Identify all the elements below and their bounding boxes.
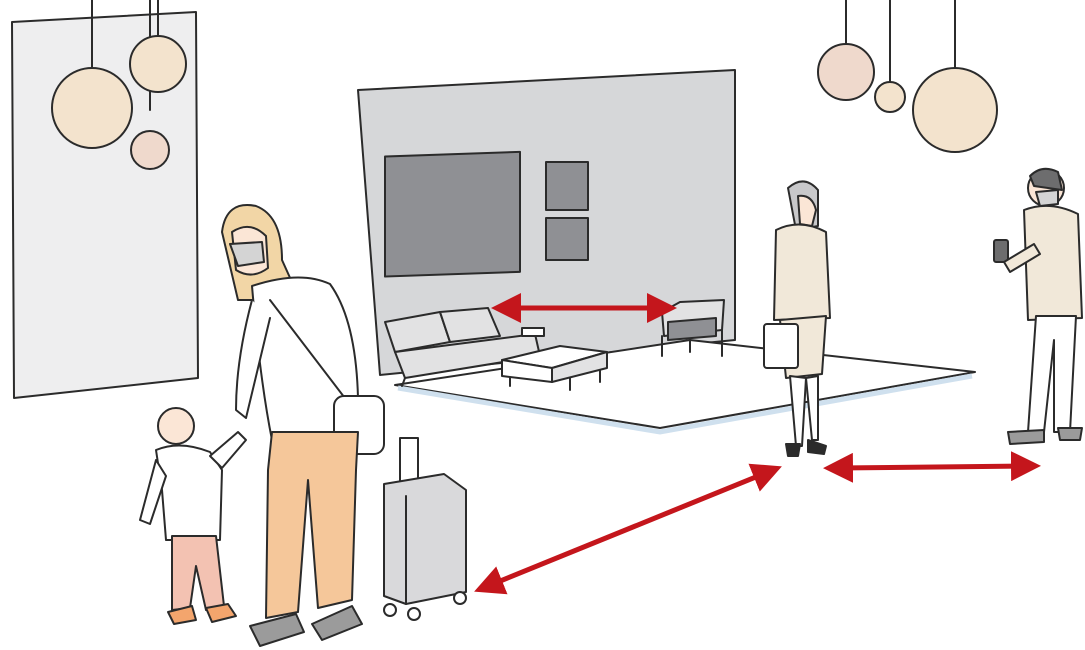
double-arrow-icon (838, 466, 1026, 468)
businessman-figure (994, 169, 1082, 444)
mother-figure (222, 205, 384, 646)
briefcase-icon (764, 324, 798, 368)
double-arrow-icon (488, 472, 768, 586)
businesswoman-figure (764, 181, 830, 456)
child-figure (140, 408, 246, 624)
wall-screen (385, 152, 520, 277)
pendant-lamp-icon (818, 0, 997, 152)
smartphone-icon (994, 240, 1008, 262)
wall-frame-bottom (546, 218, 588, 260)
suitcase-icon (384, 438, 466, 620)
side-table (522, 328, 544, 336)
wall-frame-top (546, 162, 588, 210)
